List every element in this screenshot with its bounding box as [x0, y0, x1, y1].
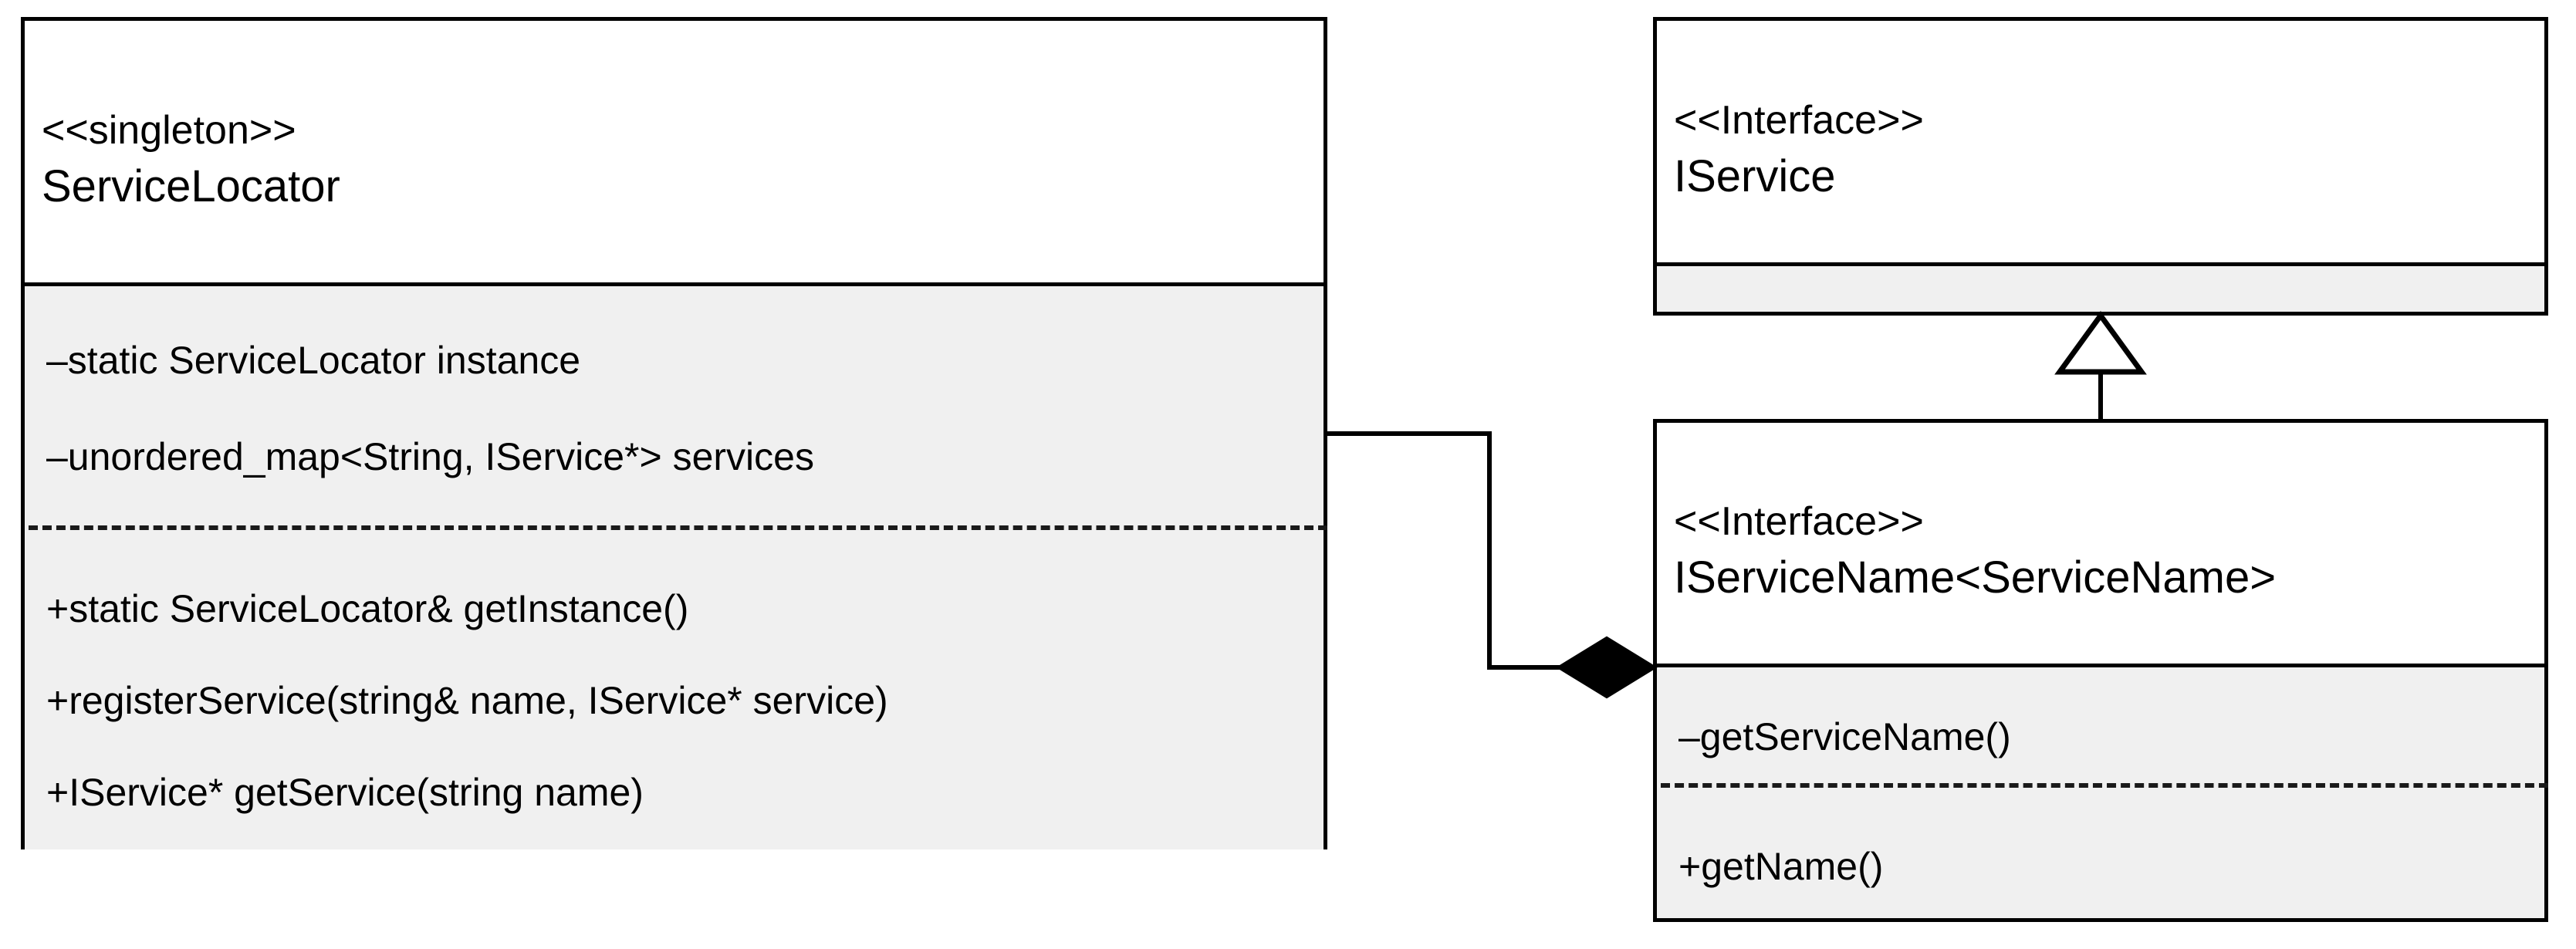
attribute-row: –static ServiceLocator instance [46, 339, 581, 382]
stereotype-label: <<Interface>> [1674, 97, 1924, 143]
class-header-service-locator: <<singleton>> ServiceLocator [25, 21, 1323, 282]
class-name-label: IServiceName<ServiceName> [1674, 552, 2277, 603]
operation-row: +registerService(string& name, IService*… [46, 678, 888, 722]
attribute-row: –getServiceName() [1678, 714, 2011, 758]
operation-compartment: +static ServiceLocator& getInstance() +r… [25, 530, 1323, 849]
relationship-composition[interactable] [1327, 431, 1658, 699]
class-box-iservice[interactable]: <<Interface>> IService [1653, 17, 2548, 316]
operation-compartment: +getName() [1657, 788, 2544, 918]
operation-row: +IService* getService(string name) [46, 770, 644, 814]
filled-diamond-icon [1556, 636, 1658, 699]
operation-row: +getName() [1678, 845, 1884, 888]
class-name-label: IService [1674, 150, 1836, 201]
relationship-generalization[interactable] [2054, 311, 2147, 419]
class-header-iservice-name: <<Interface>> IServiceName<ServiceName> [1657, 423, 2544, 664]
class-body-service-locator: –static ServiceLocator instance –unorder… [25, 286, 1327, 849]
attribute-operation-divider [29, 525, 1327, 530]
composition-line [1327, 431, 1607, 670]
attribute-operation-divider [1661, 783, 2548, 788]
class-name-label: ServiceLocator [42, 160, 340, 211]
attribute-compartment: –static ServiceLocator instance –unorder… [25, 286, 1323, 525]
operation-row: +static ServiceLocator& getInstance() [46, 586, 689, 630]
class-box-iservice-name[interactable]: <<Interface>> IServiceName<ServiceName> … [1653, 419, 2548, 922]
stereotype-label: <<Interface>> [1674, 499, 1924, 545]
attribute-row: –unordered_map<String, IService*> servic… [46, 435, 814, 478]
class-header-iservice: <<Interface>> IService [1657, 21, 2544, 262]
class-box-service-locator[interactable]: <<singleton>> ServiceLocator –static Ser… [21, 17, 1327, 849]
attribute-compartment: –getServiceName() [1657, 667, 2544, 783]
header-divider [1657, 262, 2544, 266]
stereotype-label: <<singleton>> [42, 107, 296, 153]
header-divider [1657, 664, 2544, 667]
hollow-triangle-icon [2054, 311, 2147, 375]
empty-member-compartment [1657, 266, 2544, 312]
class-body-iservice-name: –getServiceName() +getName() [1657, 667, 2548, 918]
header-divider [25, 282, 1323, 286]
